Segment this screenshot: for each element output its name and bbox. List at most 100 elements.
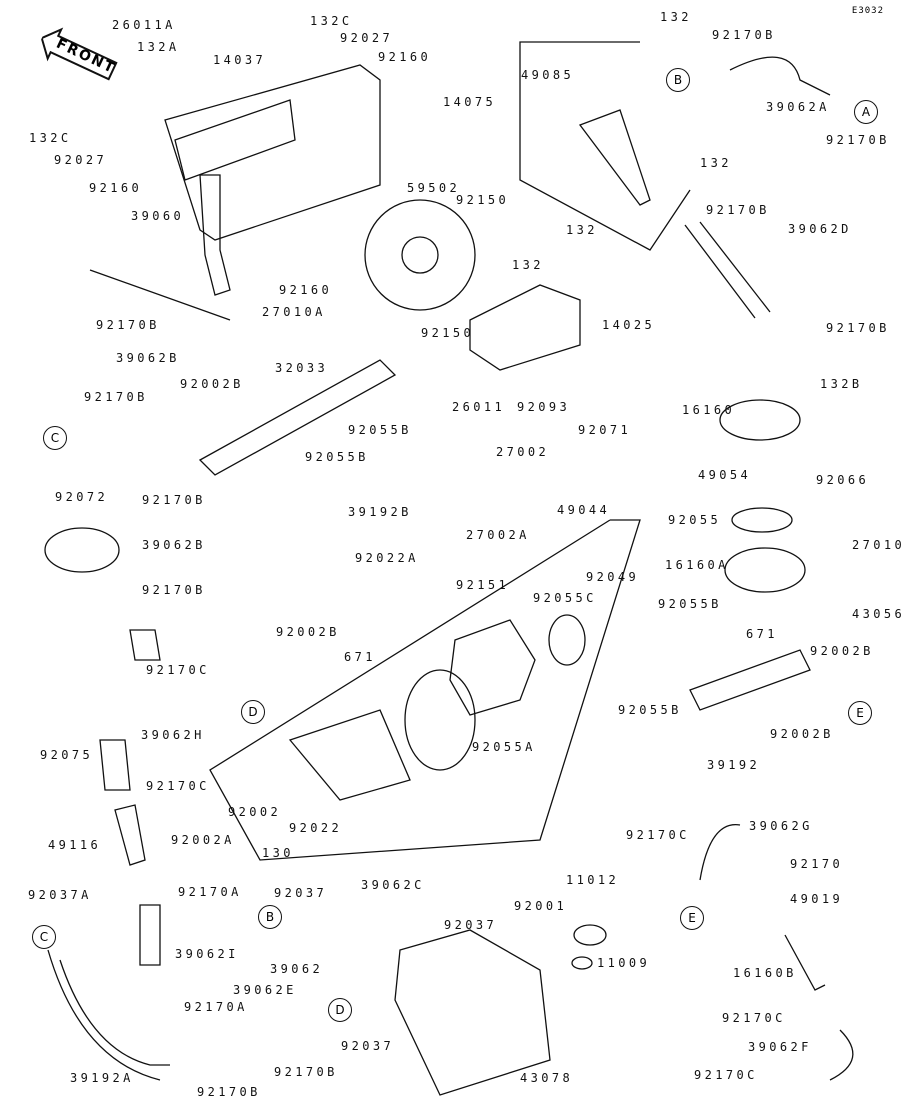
part-number-label: 92170B xyxy=(142,583,206,597)
part-number-label: 92055B xyxy=(348,423,412,437)
callout-b: B xyxy=(666,68,690,92)
callout-e: E xyxy=(848,701,872,725)
part-number-label: 132A xyxy=(137,40,180,54)
part-number-label: 130 xyxy=(262,846,294,860)
part-number-label: 92002A xyxy=(171,833,235,847)
hose-39062a xyxy=(729,56,831,96)
part-number-label: 39192 xyxy=(707,758,761,772)
pump-cover xyxy=(288,709,411,801)
part-number-label: 92151 xyxy=(456,578,510,592)
part-number-label: 92093 xyxy=(517,400,571,414)
part-number-label: 39192B xyxy=(348,505,412,519)
part-number-label: 92075 xyxy=(40,748,94,762)
part-number-label: 92170C xyxy=(146,779,210,793)
callout-d: D xyxy=(241,700,265,724)
reservoir-cap xyxy=(573,924,607,946)
part-number-label: 49044 xyxy=(557,503,611,517)
part-number-label: 92170B xyxy=(706,203,770,217)
part-number-label: 92170C xyxy=(146,663,210,677)
part-number-label: 14025 xyxy=(602,318,656,332)
part-number-label: 92170B xyxy=(826,133,890,147)
reservoir-tank xyxy=(394,929,551,1096)
part-number-label: 92160 xyxy=(89,181,143,195)
part-number-label: 92071 xyxy=(578,423,632,437)
part-number-label: 59502 xyxy=(407,181,461,195)
part-number-label: 92170C xyxy=(694,1068,758,1082)
part-number-label: 92170C xyxy=(626,828,690,842)
o-ring-92055 xyxy=(731,507,793,533)
part-number-label: 132 xyxy=(700,156,732,170)
leader xyxy=(89,269,231,321)
radiator-cover xyxy=(174,99,296,181)
part-number-label: 671 xyxy=(746,627,778,641)
part-number-label: 39060 xyxy=(131,209,185,223)
group-bracket-14075 xyxy=(519,41,691,251)
part-number-label: 92170B xyxy=(712,28,776,42)
radiator-core xyxy=(164,64,381,241)
part-number-label: 92170B xyxy=(274,1065,338,1079)
part-number-label: 39062I xyxy=(175,947,239,961)
part-number-label: 43078 xyxy=(520,1071,574,1085)
part-number-label: 92170B xyxy=(142,493,206,507)
part-number-label: 92170C xyxy=(722,1011,786,1025)
part-number-label: 92002 xyxy=(228,805,282,819)
callout-d: D xyxy=(328,998,352,1022)
part-number-label: 92150 xyxy=(421,326,475,340)
part-number-label: 14037 xyxy=(213,53,267,67)
part-number-label: 132C xyxy=(29,131,72,145)
part-number-label: 92055A xyxy=(472,740,536,754)
part-number-label: 92170B xyxy=(826,321,890,335)
part-number-label: 39192A xyxy=(70,1071,134,1085)
fan-shroud xyxy=(364,199,476,311)
pipe-39192a-lower xyxy=(47,949,161,1081)
radiator-tank xyxy=(199,174,231,296)
part-number-label: 39062B xyxy=(142,538,206,552)
fan-hub xyxy=(401,236,439,274)
part-number-label: 132B xyxy=(820,377,863,391)
part-number-label: 39062B xyxy=(116,351,180,365)
part-number-label: 92055B xyxy=(658,597,722,611)
part-number-label: 32033 xyxy=(275,361,329,375)
cover-part xyxy=(469,284,581,371)
part-number-label: 92170 xyxy=(790,857,844,871)
pipe-39192a xyxy=(59,959,170,1066)
fitting-16160b xyxy=(784,934,826,991)
part-number-label: 92002B xyxy=(810,644,874,658)
part-number-label: 92055B xyxy=(305,450,369,464)
part-number-label: 49019 xyxy=(790,892,844,906)
part-number-label: 92066 xyxy=(816,473,870,487)
hose-39062i xyxy=(139,904,161,966)
part-number-label: 27010A xyxy=(262,305,326,319)
part-number-label: 16160A xyxy=(665,558,729,572)
pipe-32033 xyxy=(198,359,397,476)
part-number-label: 92002B xyxy=(180,377,244,391)
part-number-label: 26011A xyxy=(112,18,176,32)
part-number-label: 26011 xyxy=(452,400,506,414)
part-number-label: 132 xyxy=(660,10,692,24)
front-arrow-icon: FRONT xyxy=(33,20,122,90)
part-number-label: 27010 xyxy=(852,538,906,552)
part-number-label: 92055B xyxy=(618,703,682,717)
part-number-label: 92055 xyxy=(668,513,722,527)
part-number-label: 92002B xyxy=(276,625,340,639)
part-number-label: 39062D xyxy=(788,222,852,236)
part-number-label: 39062F xyxy=(748,1040,812,1054)
group-bracket-49044 xyxy=(209,519,641,861)
pipe-14075 xyxy=(578,109,651,206)
callout-b: B xyxy=(258,905,282,929)
part-number-label: 92170A xyxy=(184,1000,248,1014)
part-number-label: 39062A xyxy=(766,100,830,114)
o-ring-92055c xyxy=(548,614,586,666)
callout-c: C xyxy=(32,925,56,949)
callout-c: C xyxy=(43,426,67,450)
cap-11009 xyxy=(571,956,593,970)
part-number-label: 92037A xyxy=(28,888,92,902)
part-number-label: 92170A xyxy=(178,885,242,899)
callout-e: E xyxy=(680,906,704,930)
part-number-label: 27002 xyxy=(496,445,550,459)
part-number-label: 92001 xyxy=(514,899,568,913)
hose-39062f xyxy=(829,1029,854,1081)
hose-39062g xyxy=(699,824,741,881)
